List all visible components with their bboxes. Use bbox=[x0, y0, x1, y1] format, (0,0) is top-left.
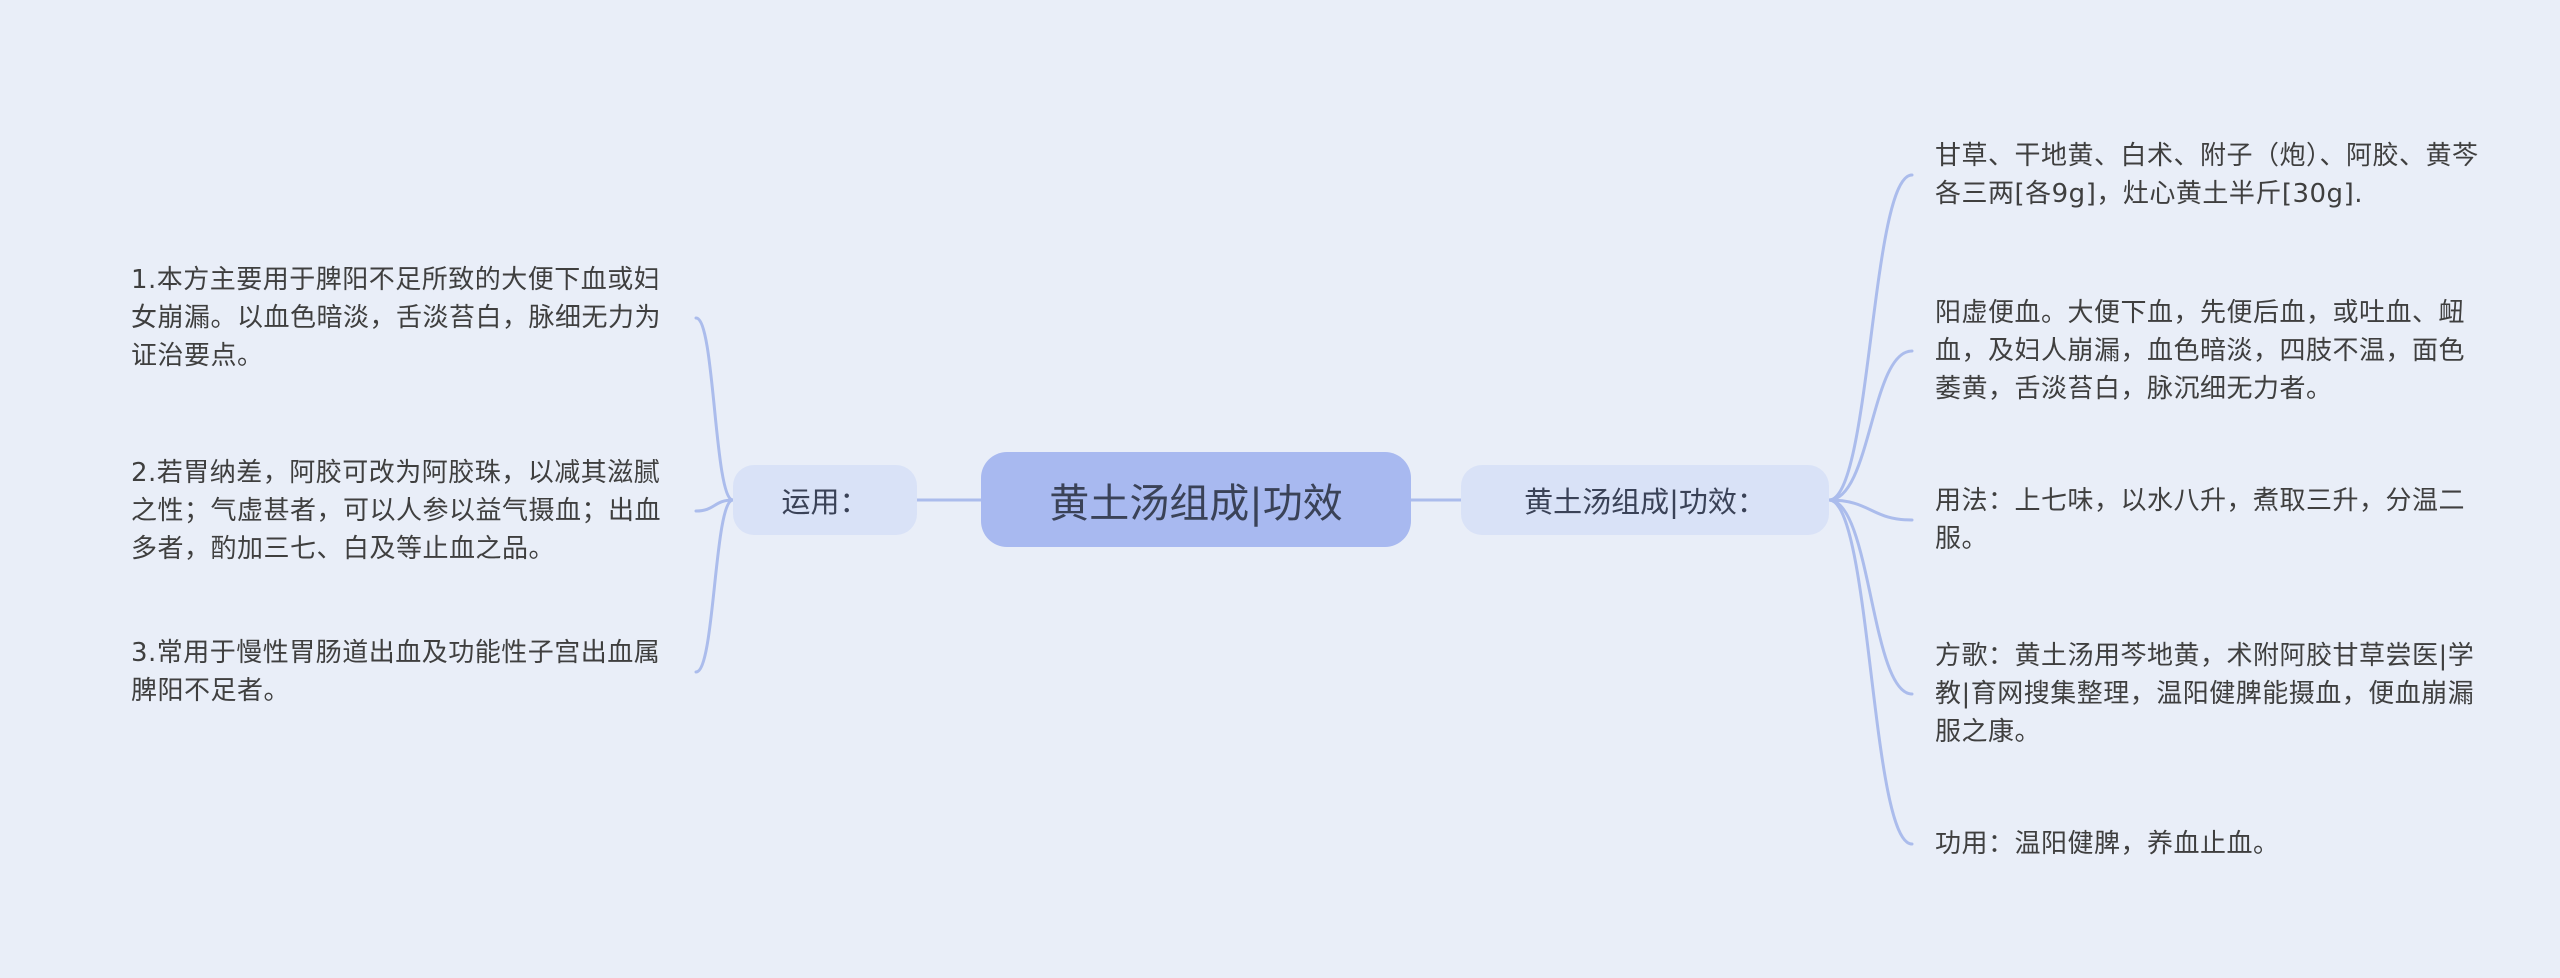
left-topic-usage-point-3[interactable]: 3.常用于慢性胃肠道出血及功能性子宫出血属脾阳不足者。 bbox=[131, 638, 661, 706]
connector-right-item-3 bbox=[1827, 498, 1914, 522]
connector-left-item-1 bbox=[694, 316, 735, 502]
connector-left-item-2 bbox=[694, 498, 735, 513]
connector-right-item-5 bbox=[1827, 498, 1914, 846]
connector-right-item-1 bbox=[1827, 173, 1914, 502]
connector-right-item-4 bbox=[1827, 498, 1914, 696]
right-branch-node-composition[interactable]: 黄土汤组成|功效： bbox=[1461, 465, 1829, 535]
connector-left-item-3 bbox=[694, 498, 735, 674]
left-topic-usage-point-2[interactable]: 2.若胃纳差，阿胶可改为阿胶珠，以减其滋腻之性；气虚甚者，可以人参以益气摄血；出… bbox=[131, 458, 662, 564]
right-topic-indications[interactable]: 阳虚便血。大便下血，先便后血，或吐血、衄血，及妇人崩漏，血色暗淡，四肢不温，面色… bbox=[1935, 298, 2466, 404]
right-topic-verse[interactable]: 方歌：黄土汤用芩地黄，术附阿胶甘草尝医|学教|育网搜集整理，温阳健脾能摄血，便血… bbox=[1935, 641, 2475, 747]
right-topic-ingredients[interactable]: 甘草、干地黄、白术、附子（炮）、阿胶、黄芩各三两[各9g]，灶心黄土半斤[30g… bbox=[1935, 141, 2479, 209]
left-branch-node-usage[interactable]: 运用： bbox=[733, 465, 917, 535]
right-topic-method[interactable]: 用法：上七味，以水八升，煮取三升，分温二服。 bbox=[1935, 486, 2466, 554]
root-node-title[interactable]: 黄土汤组成|功效 bbox=[981, 452, 1411, 547]
left-topic-usage-point-1[interactable]: 1.本方主要用于脾阳不足所致的大便下血或妇女崩漏。以血色暗淡，舌淡苔白，脉细无力… bbox=[131, 265, 662, 371]
connector-right-item-2 bbox=[1827, 349, 1914, 502]
right-topic-function[interactable]: 功用：温阳健脾，养血止血。 bbox=[1935, 829, 2280, 859]
